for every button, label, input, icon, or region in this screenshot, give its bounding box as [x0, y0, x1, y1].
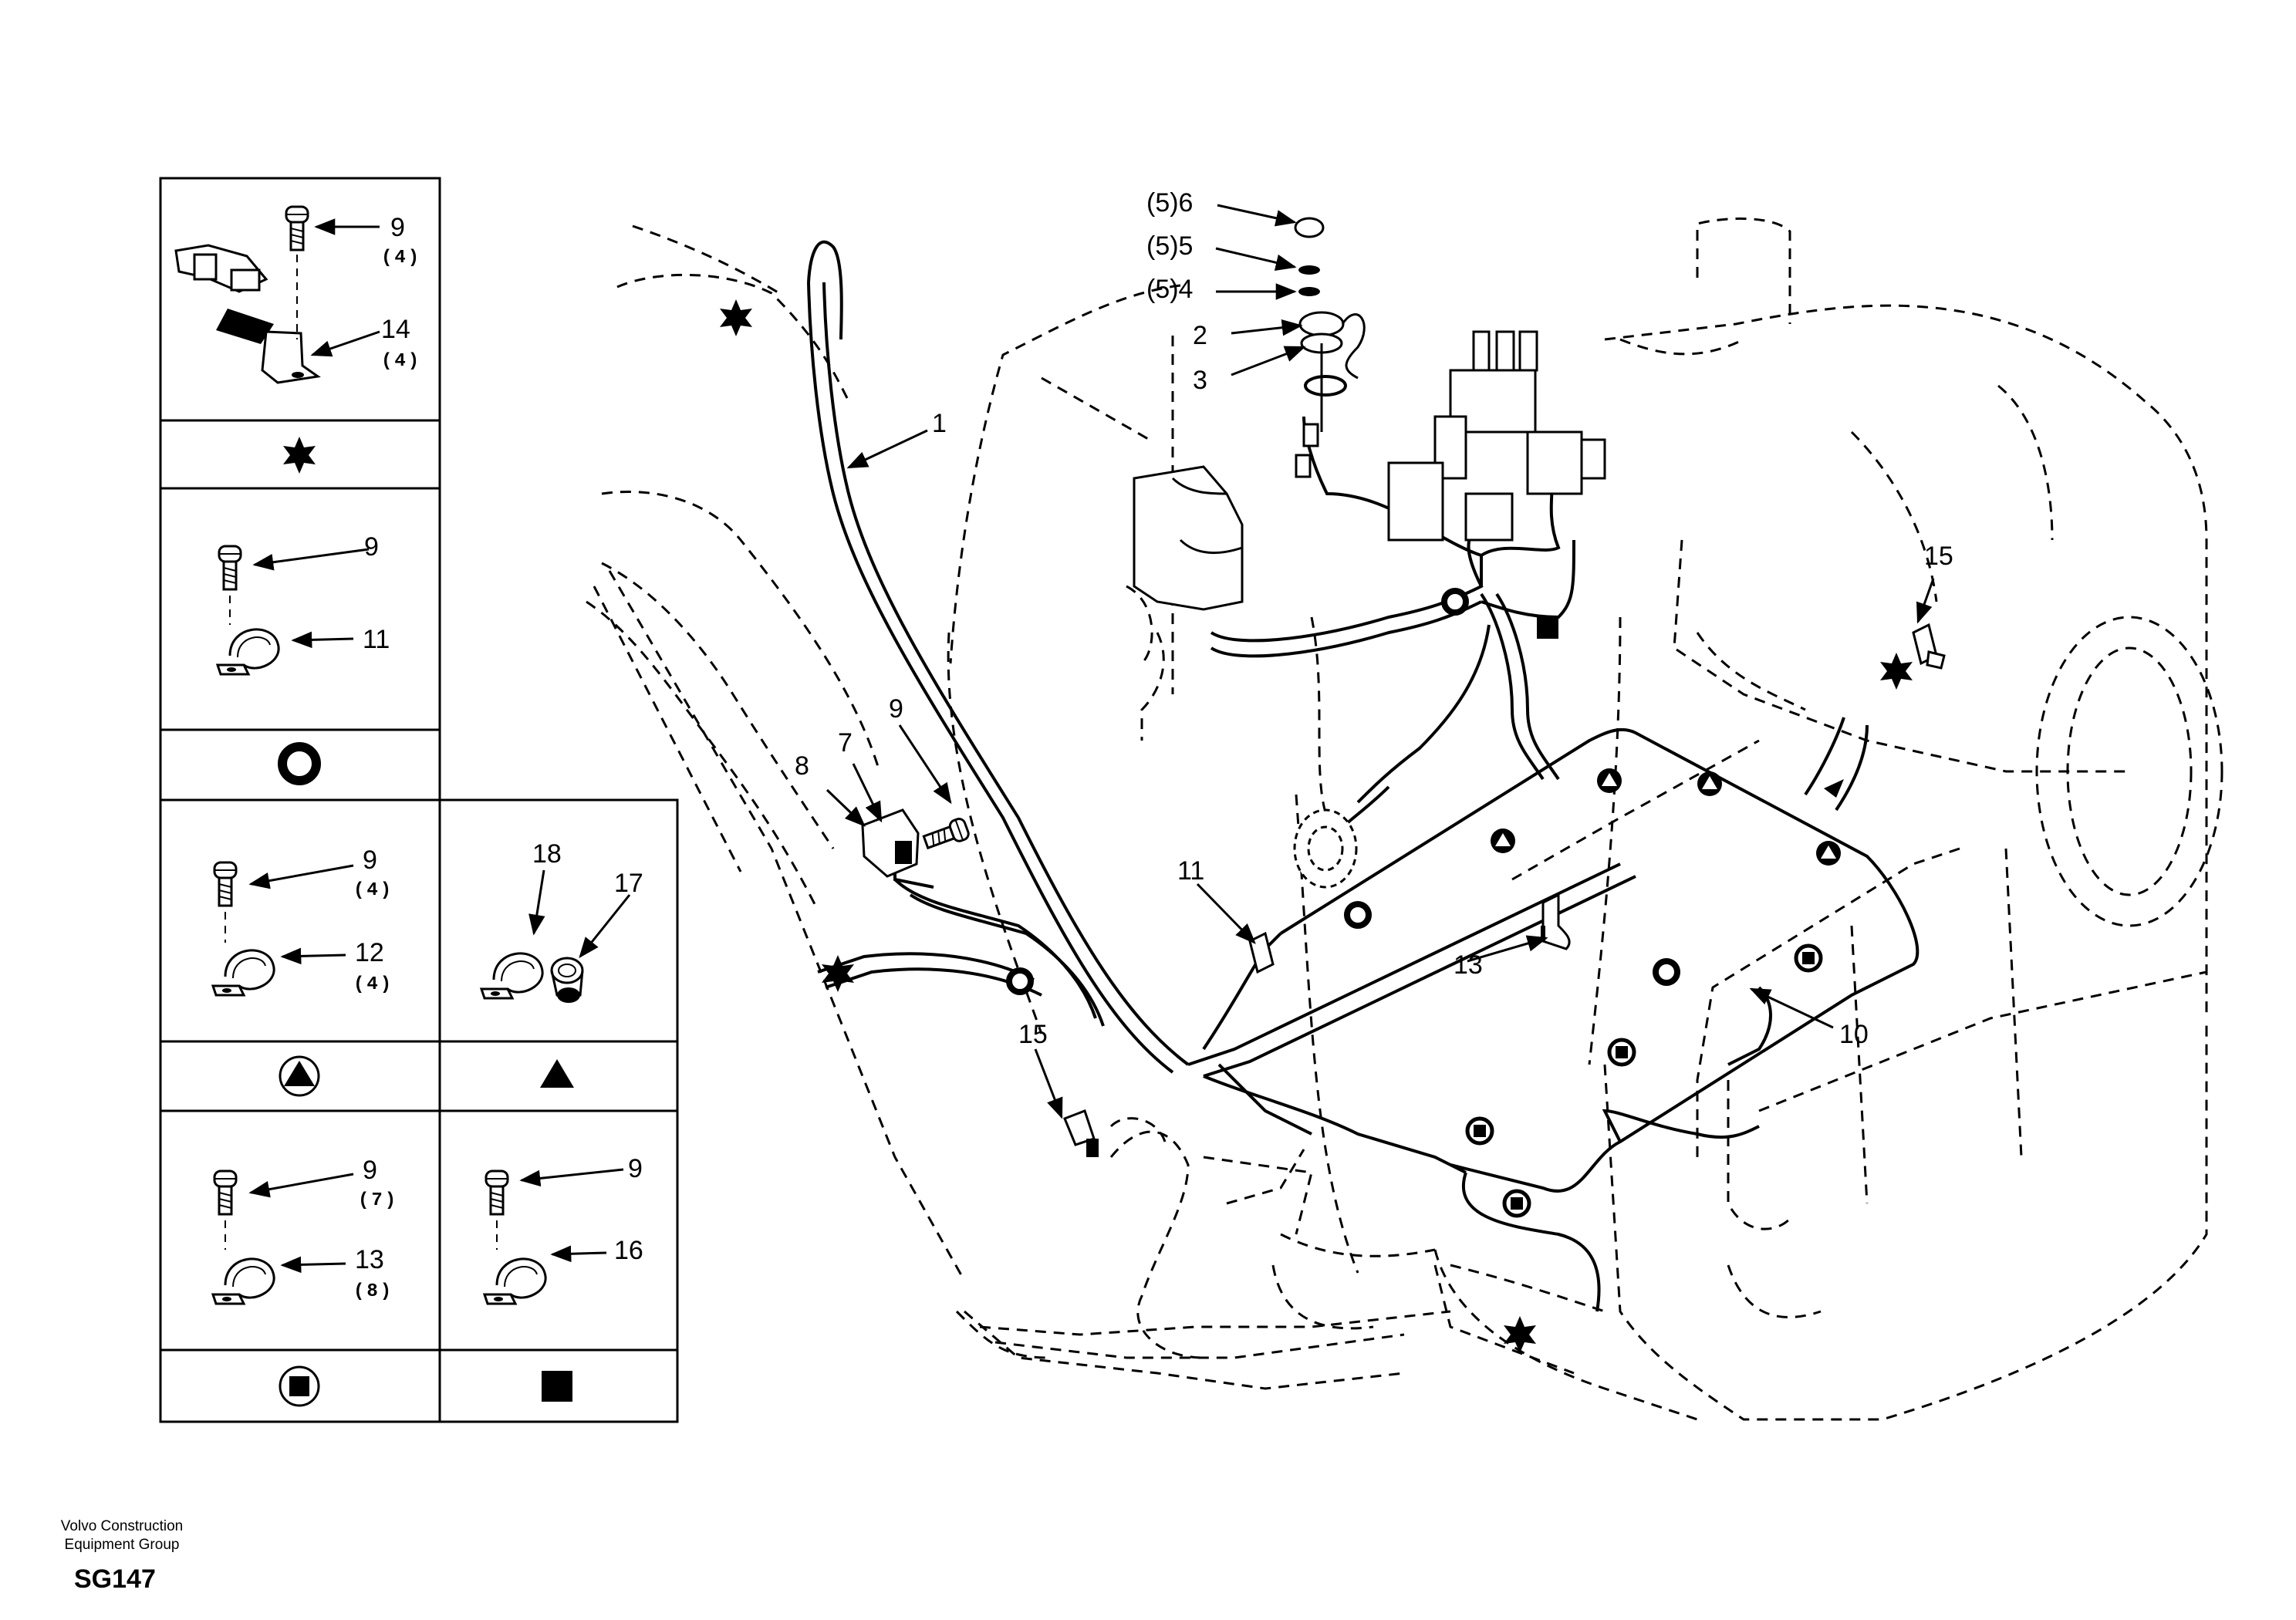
- callout-15: 15: [1018, 1020, 1048, 1049]
- bracket-7: [861, 808, 971, 878]
- star-symbol: [720, 299, 752, 336]
- star-symbol: [1880, 653, 1913, 690]
- callout-1: 1: [932, 409, 947, 438]
- star-symbol: [1504, 1316, 1536, 1353]
- callout-7: 7: [838, 728, 853, 758]
- ring-symbol: [1006, 967, 1034, 995]
- legend-cell-clamp-16: [483, 1169, 547, 1305]
- legend-callout-9: 9: [363, 1156, 377, 1185]
- clip-15-right: [1912, 623, 1946, 670]
- legend-callout-16: 16: [614, 1236, 643, 1265]
- ring-symbol: [1344, 901, 1372, 929]
- square-mark: [1616, 1046, 1628, 1058]
- legend-table: [159, 177, 679, 1423]
- legend-qty: (4): [353, 974, 393, 995]
- square-mark: [1474, 1125, 1486, 1137]
- legend-arrows: [248, 218, 631, 1274]
- square-symbol: [1537, 617, 1558, 639]
- legend-symbol-triangle: [540, 1059, 574, 1088]
- legend-symbol-ring: [278, 742, 321, 785]
- placement-symbols: [720, 299, 1913, 1353]
- callout-8: 8: [795, 751, 809, 781]
- triangle-symbol: [1824, 779, 1844, 798]
- legend-callout-13: 13: [355, 1245, 384, 1274]
- legend-cell-clamp-12: [211, 861, 275, 997]
- callout-15: 15: [1924, 542, 1953, 571]
- callout-6: (5)6: [1146, 188, 1193, 218]
- legend-qty: (4): [381, 248, 421, 268]
- legend-symbol-circled-triangle: [279, 1055, 320, 1097]
- legend-qty: (4): [353, 880, 393, 901]
- legend-callout-17: 17: [614, 869, 643, 898]
- clip-15-left: [1063, 1109, 1099, 1157]
- grommet-icon: [550, 957, 584, 1003]
- legend-cell-clamp-13: [211, 1169, 275, 1305]
- legend-cell-clamp-18-grommet-17: [480, 952, 584, 1003]
- main-callout-arrows: [826, 204, 1935, 1119]
- sensor-assembly: [1294, 217, 1366, 478]
- clip-13: [1541, 893, 1571, 950]
- circled-triangle-symbols: [1491, 768, 1841, 866]
- wiring-harness: [807, 240, 1920, 1312]
- legend-callout-18: 18: [532, 839, 562, 869]
- alternator: [1293, 808, 1358, 889]
- callout-2: 2: [1193, 321, 1207, 350]
- ring-symbol: [1653, 958, 1680, 986]
- battery-box: [1133, 465, 1244, 611]
- legend-callout-14: 14: [381, 315, 410, 344]
- legend-symbol-star: [283, 437, 316, 474]
- sheet-code: SG147: [74, 1564, 156, 1594]
- callout-5: (5)5: [1146, 231, 1193, 261]
- company-name-line2: Equipment Group: [64, 1537, 180, 1553]
- ring-symbol: [1441, 588, 1469, 616]
- square-mark: [1802, 952, 1815, 964]
- legend-callout-9: 9: [364, 532, 379, 562]
- legend-symbol-square: [542, 1371, 572, 1402]
- callout-13: 13: [1454, 950, 1483, 980]
- legend-callout-9: 9: [363, 845, 377, 875]
- triangle-mark: [1495, 833, 1511, 846]
- company-name-line1: Volvo Construction: [60, 1518, 184, 1534]
- legend-callout-9: 9: [628, 1154, 643, 1183]
- machine-outline: [586, 217, 2223, 1421]
- legend-symbol-circled-square: [279, 1365, 320, 1407]
- legend-qty: (4): [381, 351, 421, 372]
- circled-square-symbols: [1465, 943, 1823, 1218]
- callout-11: 11: [1177, 856, 1204, 886]
- legend-callout-12: 12: [355, 938, 384, 967]
- triangle-mark: [1821, 845, 1836, 859]
- triangle-mark: [1702, 776, 1717, 789]
- callout-10: 10: [1839, 1020, 1869, 1049]
- legend-cell-clamp-11: [216, 545, 280, 676]
- legend-qty: (7): [358, 1190, 398, 1211]
- callout-3: 3: [1193, 366, 1207, 395]
- legend-cell-clip-bracket: [174, 205, 321, 384]
- callout-4: (5)4: [1146, 275, 1193, 304]
- relay-block: [1387, 330, 1606, 542]
- legend-qty: (8): [353, 1281, 393, 1302]
- legend-callout-11: 11: [363, 625, 390, 654]
- legend-callout-9: 9: [390, 213, 405, 242]
- callout-9: 9: [889, 694, 903, 724]
- triangle-mark: [1602, 773, 1617, 786]
- square-mark: [1511, 1197, 1523, 1210]
